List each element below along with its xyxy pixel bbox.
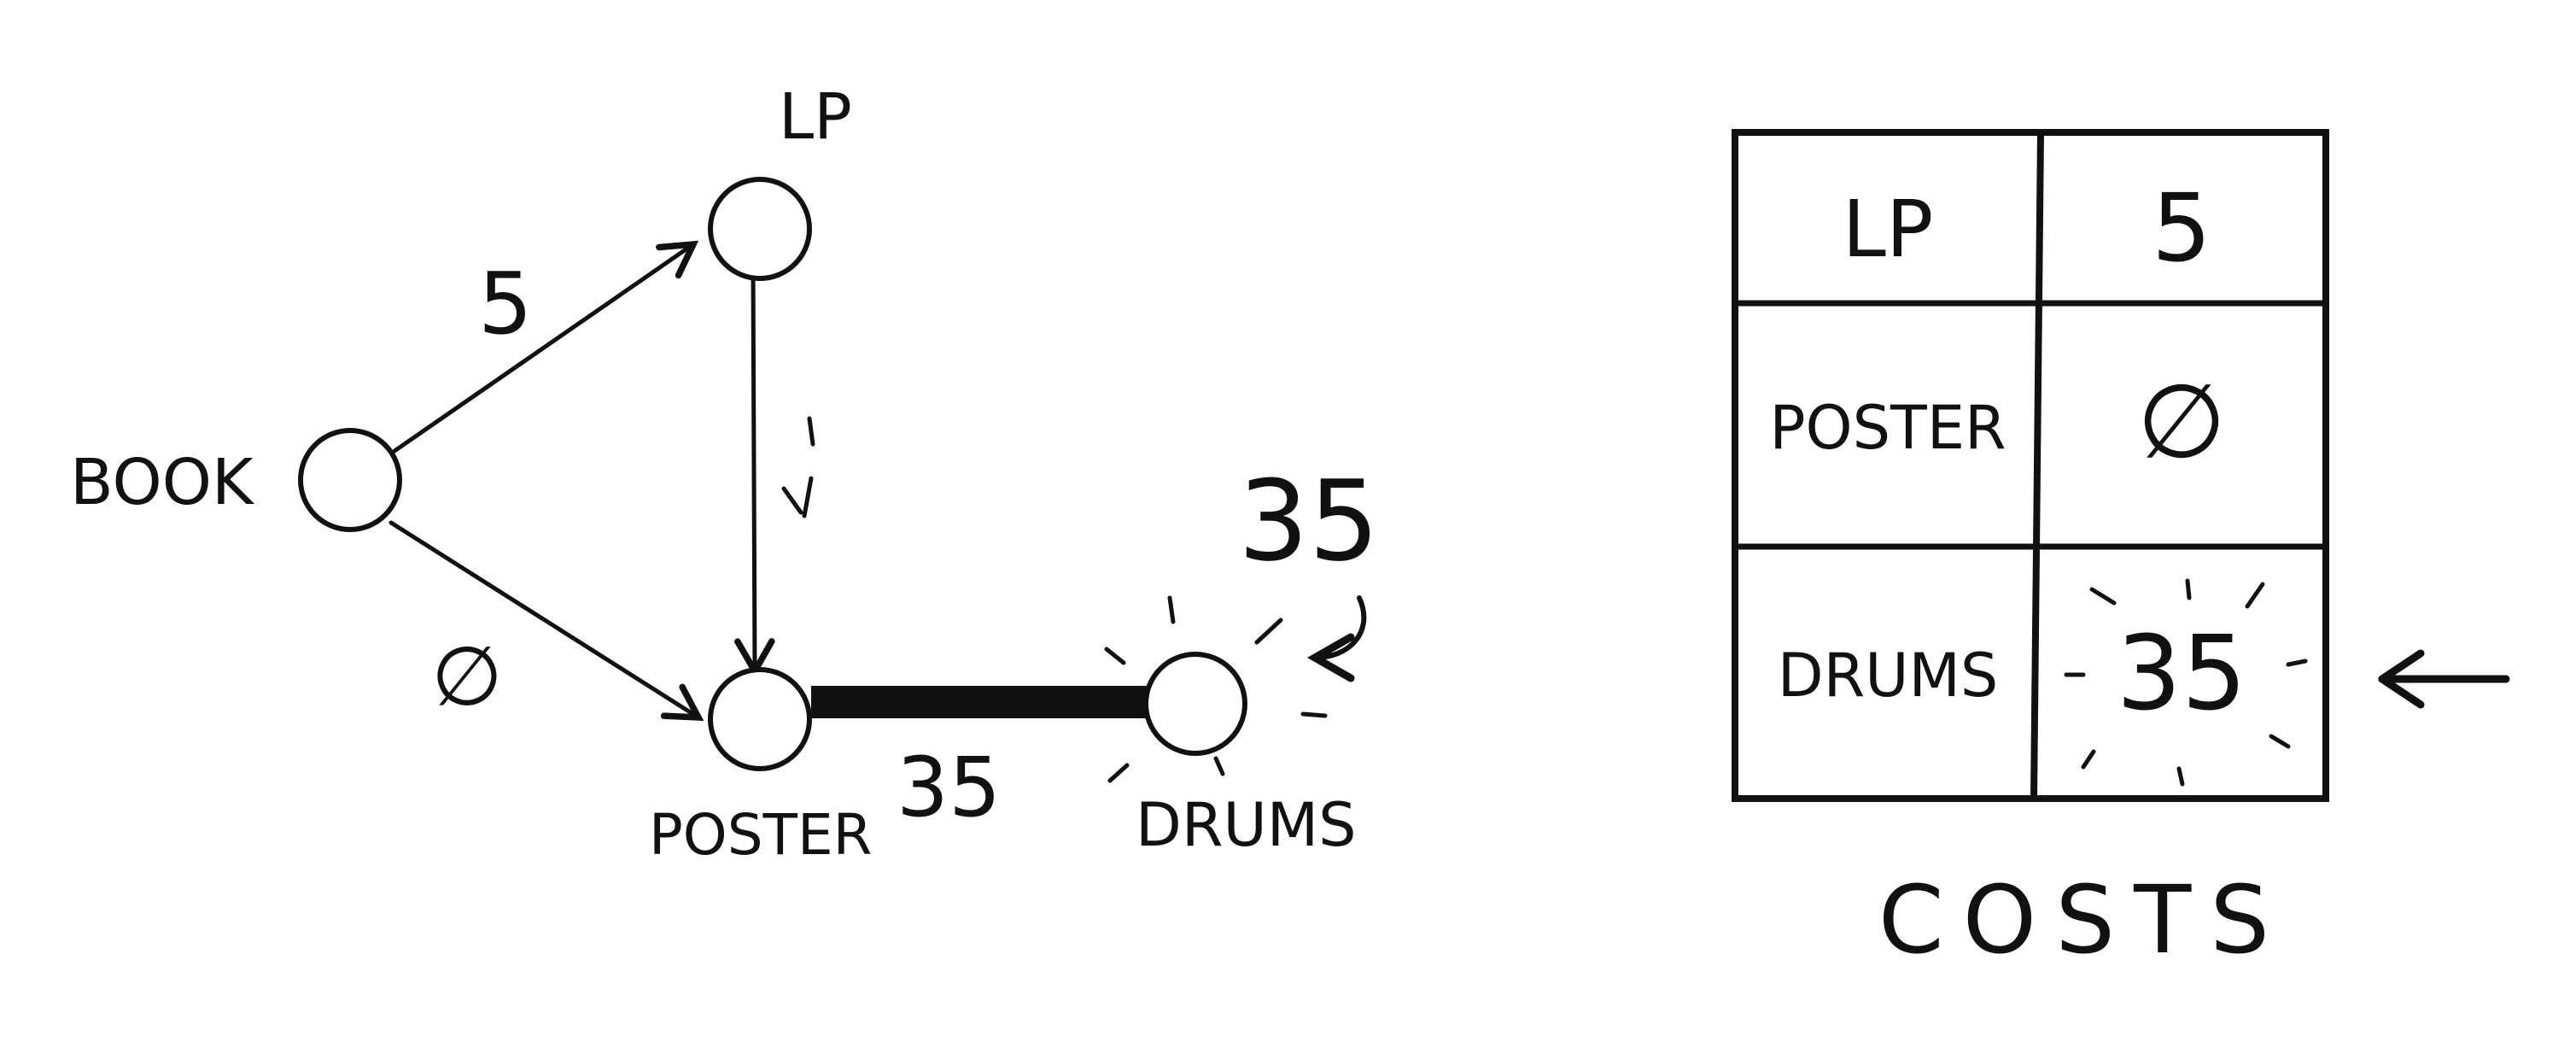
costs-table-border (1732, 129, 2329, 802)
edge-lp-poster-marks (781, 416, 815, 518)
costs-table-row-poster-cost: ∅ (2137, 363, 2227, 482)
node-drums (1143, 652, 1247, 756)
drums-cost-arrow (1306, 595, 1367, 682)
costs-table-row-lp-node: LP (1843, 184, 1934, 275)
edge-weight-book-poster: ∅ (431, 629, 503, 724)
node-lp (708, 177, 812, 281)
node-label-drums: DRUMS (1136, 790, 1357, 860)
costs-table-row-poster-node: POSTER (1769, 393, 2006, 463)
graph: BOOK LP POSTER DRUMS 5 ∅ 35 35 (70, 80, 1379, 868)
costs-table-row-drums-cost: 35 (2117, 615, 2247, 734)
costs-table-caption: COSTS (1878, 865, 2288, 975)
node-label-poster: POSTER (649, 802, 873, 868)
node-poster (708, 667, 812, 771)
edge-lp-to-poster (734, 260, 775, 678)
edge-book-to-poster (388, 520, 704, 722)
costs-table-column-divider (2030, 132, 2044, 799)
edge-weight-book-lp: 5 (478, 254, 533, 354)
costs-table: LP 5 POSTER ∅ DRUMS 35 (1732, 129, 2510, 975)
node-book (298, 428, 402, 532)
node-label-book: BOOK (70, 446, 255, 519)
costs-table-pointer-arrow (2378, 649, 2510, 709)
drums-cost-note: 35 (1238, 456, 1379, 586)
edge-book-to-lp (392, 240, 699, 454)
drums-highlight-marks (1104, 595, 1328, 783)
node-label-lp: LP (779, 80, 852, 154)
costs-table-row-drums-node: DRUMS (1778, 641, 1999, 711)
costs-table-drums-highlight-marks (2064, 578, 2308, 787)
costs-table-row-lp-cost: 5 (2152, 173, 2211, 283)
edge-weight-poster-drums: 35 (897, 740, 1001, 835)
